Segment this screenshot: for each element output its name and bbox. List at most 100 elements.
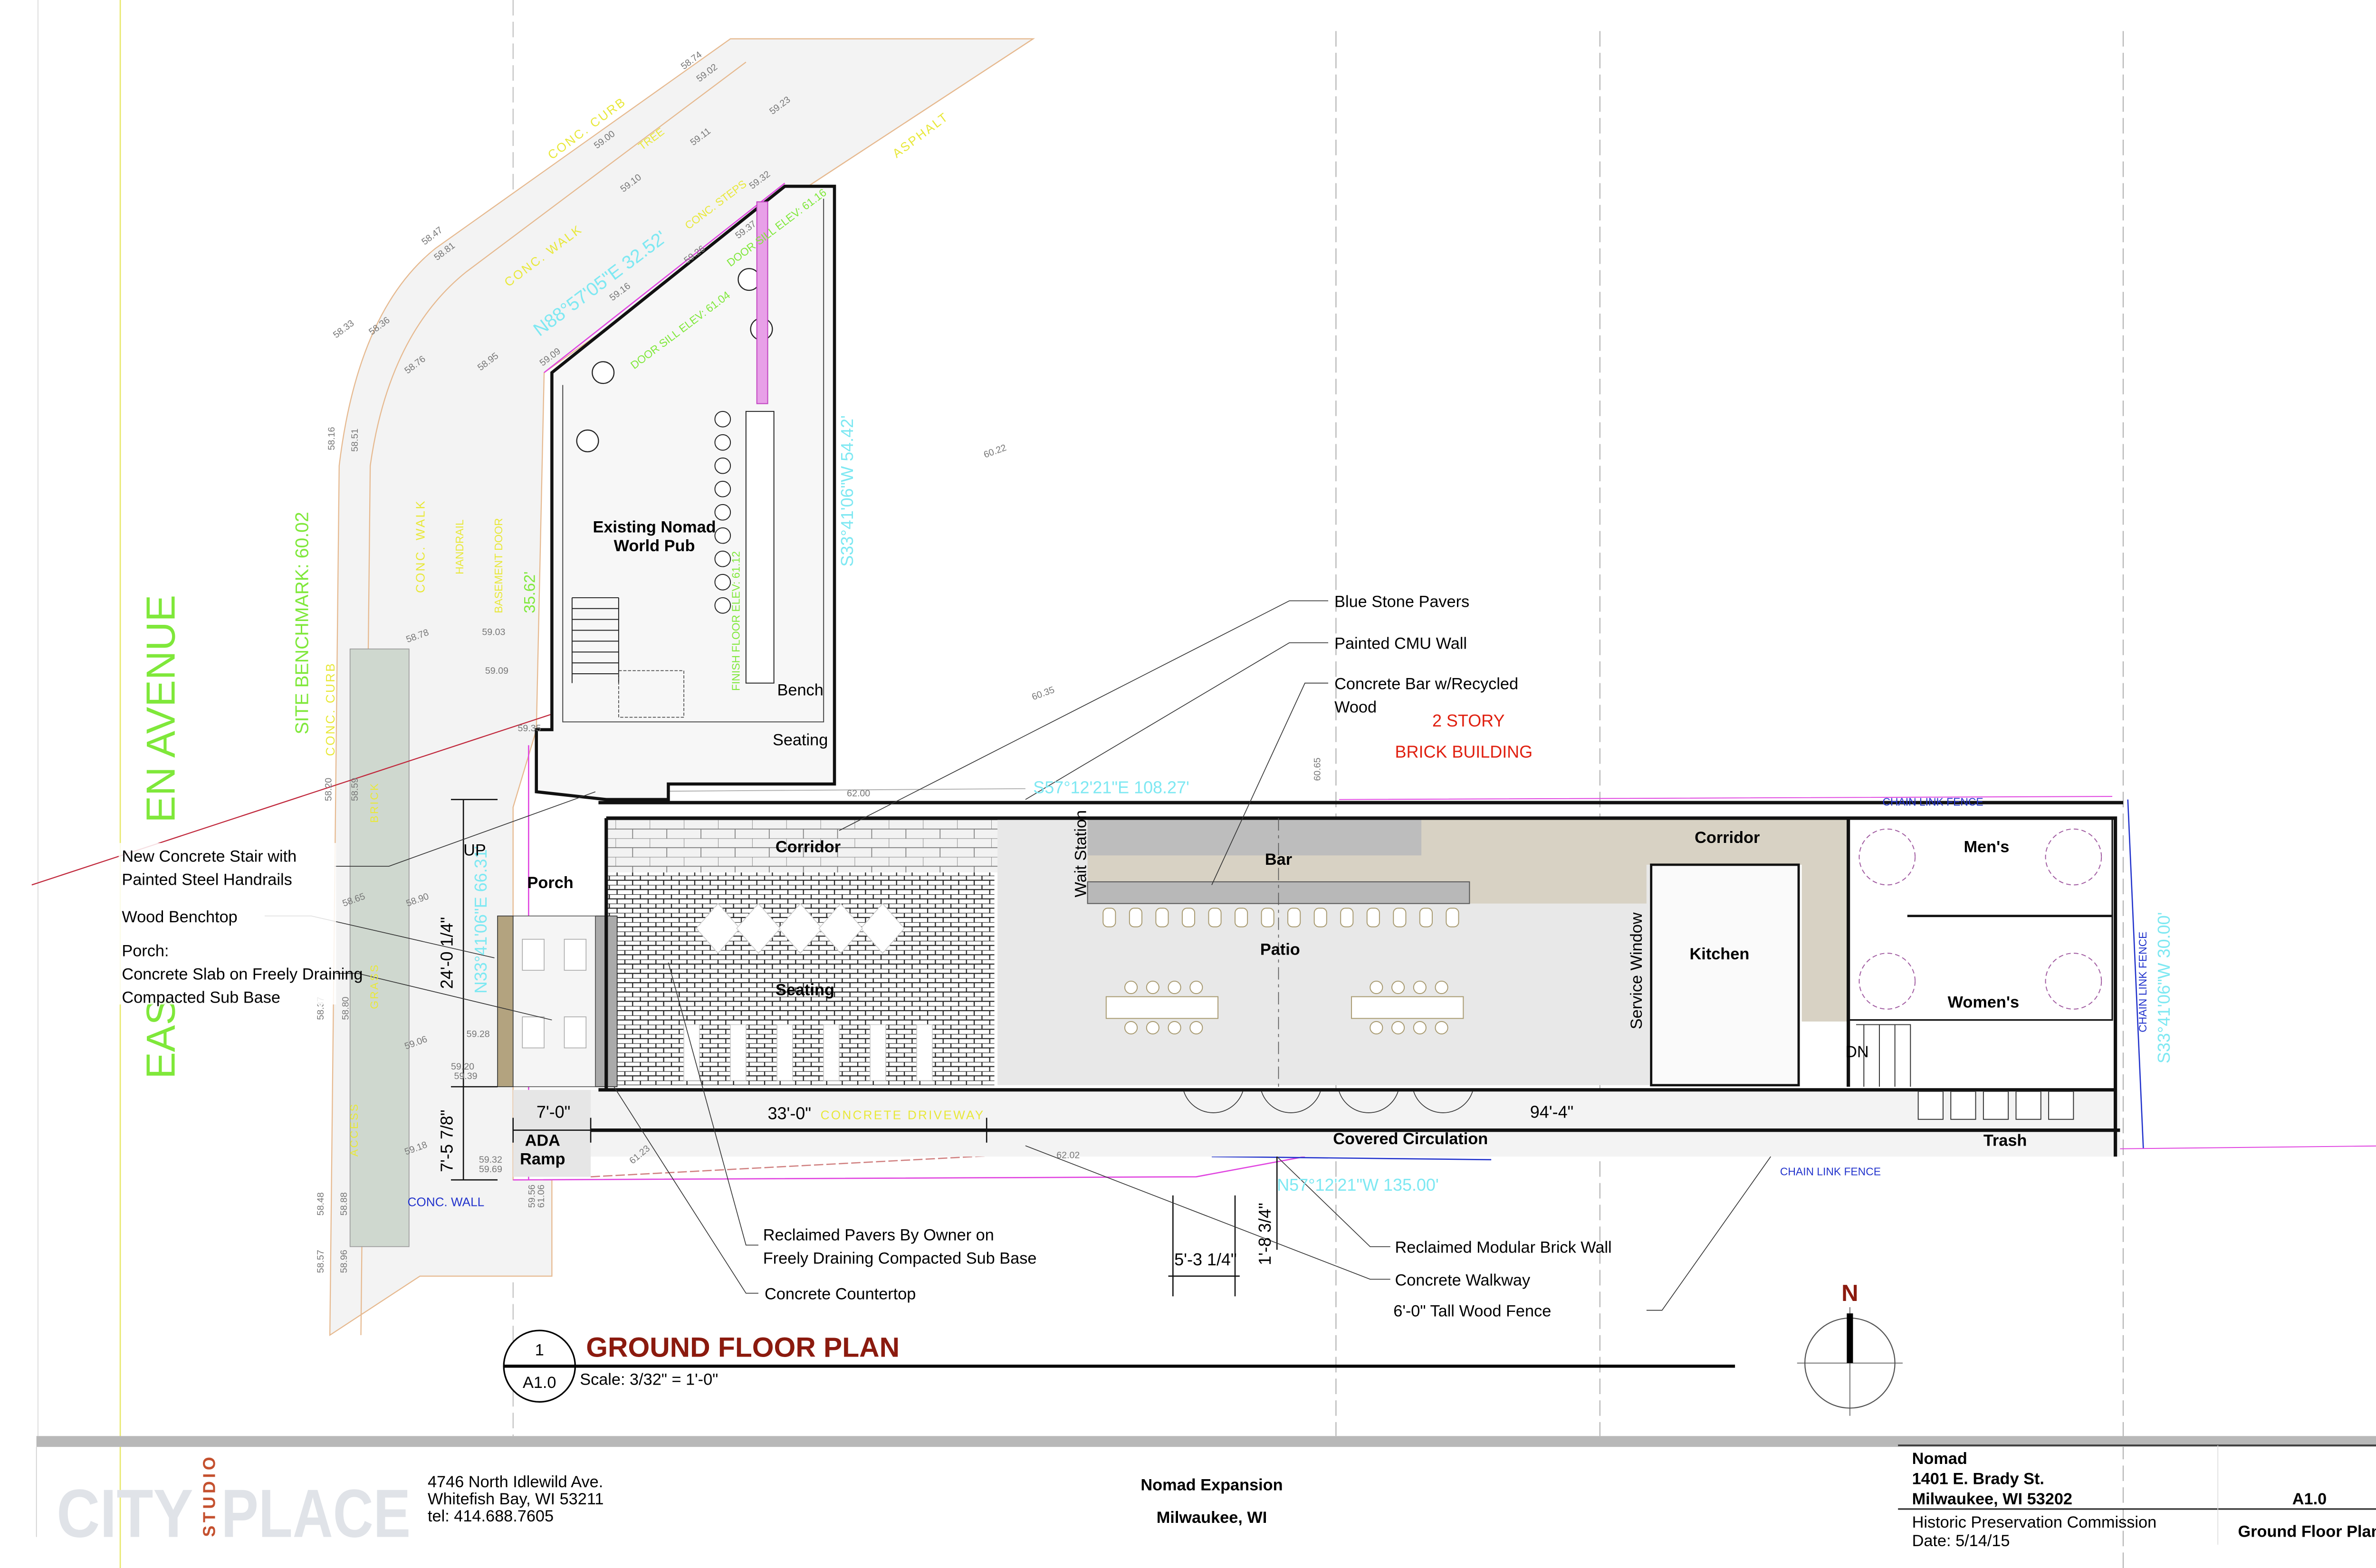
concrete-driveway-label: CONCRETE DRIVEWAY [821,1108,985,1122]
elevation: 58.59 [350,778,360,801]
studio-address-2: Whitefish Bay, WI 53211 [428,1490,604,1508]
callout-pavers-1: Reclaimed Pavers By Owner on [763,1226,994,1244]
tan-corridor [1087,818,1906,1022]
callout-porch-2: Concrete Slab on Freely Draining [122,966,363,984]
chain-link-fence-right: CHAIN LINK FENCE [2136,932,2149,1033]
studio-address-1: 4746 North Idlewild Ave. [428,1473,603,1491]
elevation: 58.20 [323,778,334,801]
trash-bins [1917,1090,2074,1120]
mens-label: Men's [1964,838,2009,856]
brick-label: BRICK [368,782,380,822]
callout-walkway: Concrete Walkway [1395,1271,1531,1289]
patio-tables [1105,980,1464,1035]
street-name-part-1: EAS [138,998,183,1079]
callout-notes: Blue Stone Pavers Painted CMU Wall Concr… [118,593,1612,1320]
pub-bar-counter [745,411,775,684]
existing-pub-label-1: Existing Nomad [593,518,716,536]
elevation: 60.22 [982,442,1008,460]
drawing-scale: Scale: 3/32" = 1'-0" [580,1370,718,1388]
restroom-fixtures [1859,828,2102,1010]
client-address-1: 1401 E. Brady St. [1912,1470,2044,1488]
sheet-number: A1.0 [2292,1490,2327,1508]
bearing-south: N57°12'21"W 135.00' [1277,1175,1439,1195]
walk-width-dim: 5'-3 1/4" [1174,1250,1237,1269]
conc-walk-left: CONC. WALK [413,499,427,593]
neighbor-building-1: 2 STORY [1432,711,1505,730]
elevation: 58.57 [316,1250,326,1273]
site-benchmark: SITE BENCHMARK: 60.02 [292,512,312,734]
pub-seating-label: Seating [773,731,828,749]
patio-width-dim: 94'-4" [1530,1102,1574,1121]
existing-pub-building [535,184,836,801]
elevation: 62.00 [847,788,870,799]
conc-wall-label: CONC. WALL [408,1195,485,1209]
bearing-east: S33°41'06"W 30.00' [2154,912,2174,1064]
neighbor-building-2: BRICK BUILDING [1395,742,1533,761]
kitchen-label: Kitchen [1690,945,1750,963]
bar-label: Bar [1265,851,1292,869]
corridor-right-label: Corridor [1695,829,1760,847]
womens-label: Women's [1948,993,2019,1011]
title-band [36,1436,2376,1447]
studio-phone: tel: 414.688.7605 [428,1507,554,1525]
covered-circulation-area [591,1090,2120,1157]
ada-label: ADA [525,1131,560,1149]
elevation: 59.28 [467,1029,490,1040]
elevation: 58.80 [340,996,351,1020]
drawing-sheet-ref: A1.0 [523,1374,556,1392]
handrail-label: HANDRAIL [453,519,466,574]
room-labels: Existing Nomad World Pub Bench Seating U… [463,518,2027,1168]
callout-benchtop: Wood Benchtop [122,908,237,926]
street-name-part-2: EN AVENUE [138,595,183,823]
elevation: 58.33 [331,318,356,340]
client-address-2: Milwaukee, WI 53202 [1912,1490,2072,1508]
corridor-left-label: Corridor [776,838,841,856]
corridor-pavers [606,818,998,873]
brick-grass-strip [349,648,410,1247]
client-name: Nomad [1912,1450,1967,1468]
access-label: ACCESS [348,1103,360,1157]
patio-label: Patio [1260,940,1300,958]
callout-pavers-2: Freely Draining Compacted Sub Base [763,1250,1037,1268]
callout-countertop: Concrete Countertop [765,1285,916,1303]
elevation: 59.69 [479,1164,502,1175]
north-label: N [1841,1281,1858,1306]
dimension-lines [451,799,2116,1297]
elevation: 61.06 [536,1185,546,1208]
dim-35-62: 35.62' [520,572,538,613]
elevation: 58.47 [420,225,444,247]
pub-stools [714,411,731,614]
grass-label: GRASS [368,963,380,1009]
bar-top-grey [1087,818,1422,856]
drawing-title: 1 A1.0 GROUND FLOOR PLAN Scale: 3/32" = … [503,1329,1735,1403]
title-block: CITY STUDIO PLACE 4746 North Idlewild Av… [36,1436,2376,1552]
finish-floor-label: FINISH FLOOR ELEV: 61.12 [730,551,742,691]
wood-benchtop [497,915,514,1087]
door-swings [1183,1091,1473,1113]
chain-link-fence-bottom: CHAIN LINK FENCE [1780,1165,1881,1177]
seating-label: Seating [776,981,834,999]
chain-link-fence-top: CHAIN LINK FENCE [1882,796,1983,808]
project-name: Nomad Expansion [1140,1476,1283,1494]
sheet-title: Ground Floor Plan [2238,1523,2376,1541]
callout-blue-stone: Blue Stone Pavers [1334,593,1469,611]
porch-height-dim: 24'-0 1/4" [437,917,456,989]
elevation: 59.39 [454,1071,478,1081]
bearing-west: N33°41'06"E 66.31' [471,846,490,994]
callout-bar-2: Wood [1334,698,1377,717]
callout-fence: 6'-0" Tall Wood Fence [1393,1302,1551,1320]
elevation: 58.16 [326,427,337,450]
elevation: 60.35 [1030,685,1056,702]
seating-tables [683,903,933,1081]
seating-width-dim: 33'-0" [768,1104,812,1123]
elevation: 59.32 [479,1155,502,1165]
elevation: 58.48 [316,1192,326,1215]
callout-cmu-wall: Painted CMU Wall [1334,635,1467,653]
exit-stair [1856,1024,1911,1087]
elevation: 62.02 [1056,1150,1080,1160]
bearing-top: S57°12'21"E 108.27' [1033,778,1189,797]
cmu-wall-magenta [756,201,768,404]
elevation: 58.96 [339,1250,349,1273]
walk-offset-dim: 1'-8 3/4" [1255,1203,1274,1265]
